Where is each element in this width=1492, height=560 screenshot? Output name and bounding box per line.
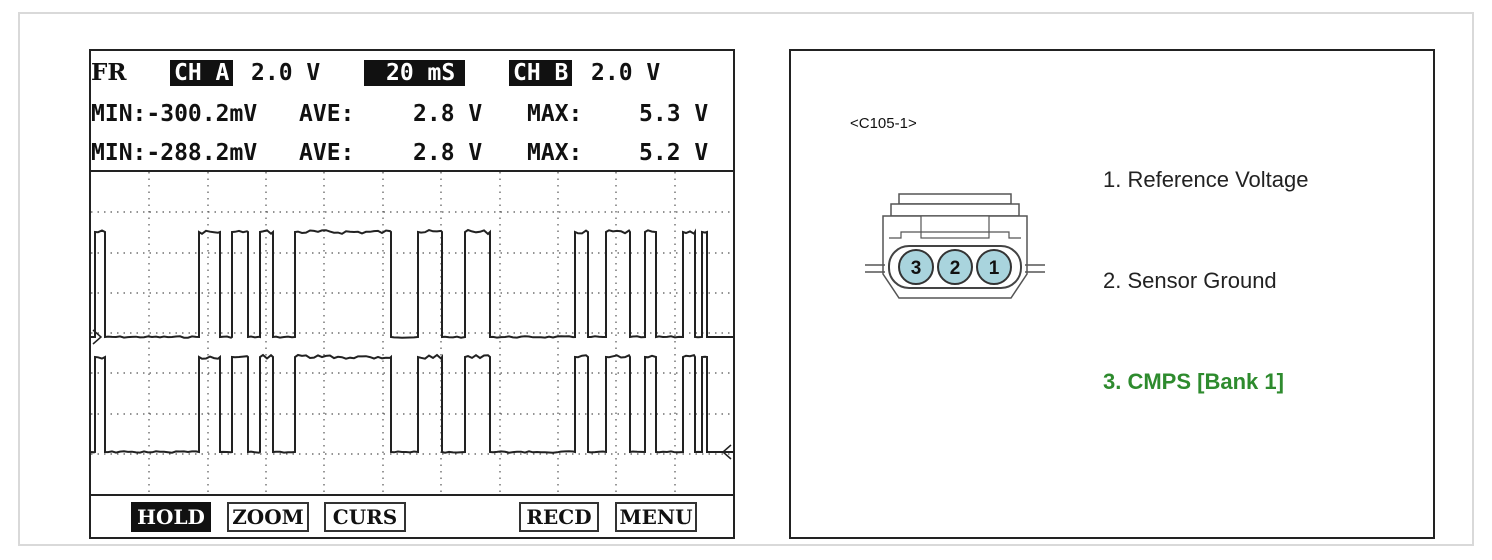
channel-b-trace — [91, 353, 733, 454]
channel-a-min: MIN:-300.2mV — [91, 101, 258, 127]
pin-3-icon: 3 — [898, 249, 934, 285]
pin-2-number: 2 — [950, 258, 961, 279]
connector-icon: 3 2 1 — [865, 193, 1045, 299]
channel-b-max: 5.2 V — [639, 140, 709, 166]
oscilloscope-screen: FR CH A 2.0 V 20 mS CH B 2.0 V MIN:-300.… — [89, 49, 735, 539]
connector-id: <C105-1> — [850, 115, 917, 132]
channel-a-scale: 2.0 V — [251, 60, 321, 86]
channel-a-label: CH A — [170, 60, 234, 86]
scope-header: FR CH A 2.0 V 20 mS CH B 2.0 V MIN:-300.… — [91, 51, 733, 171]
channel-a-ave-label: AVE: — [299, 101, 355, 127]
hold-button[interactable]: HOLD — [131, 502, 211, 532]
connector-panel: <C105-1> 3 2 1 1. Ref — [789, 49, 1435, 539]
channel-b-scale: 2.0 V — [591, 60, 661, 86]
channel-b-ave-label: AVE: — [299, 140, 355, 166]
pin-1-label: 1. Reference Voltage — [1103, 167, 1309, 192]
record-button[interactable]: RECD — [519, 502, 599, 532]
channel-a-max-label: MAX: — [527, 101, 583, 127]
pin-1-number: 1 — [989, 258, 1000, 279]
waveform-display — [91, 172, 733, 494]
scope-button-bar: HOLD ZOOM CURS RECD MENU — [91, 494, 733, 537]
timebase-value: 20 mS — [364, 60, 466, 86]
channel-a-trace — [91, 228, 733, 339]
channel-b-min: MIN:-288.2mV — [91, 140, 258, 166]
pin-3-number: 3 — [911, 258, 922, 279]
trigger-marker-icon — [721, 444, 732, 460]
channel-b-max-label: MAX: — [527, 140, 583, 166]
menu-button[interactable]: MENU — [615, 502, 697, 532]
channel-b-ave: 2.8 V — [413, 140, 483, 166]
grid — [91, 172, 733, 494]
pin-2-label: 2. Sensor Ground — [1103, 268, 1277, 293]
pin-3-label: 3. CMPS [Bank 1] — [1103, 369, 1284, 394]
mode-label: FR — [91, 59, 127, 86]
channel-a-marker-icon — [92, 329, 103, 345]
pin-2-icon: 2 — [937, 249, 973, 285]
channel-b-label: CH B — [509, 60, 573, 86]
header-divider — [91, 170, 733, 172]
cursor-button[interactable]: CURS — [324, 502, 406, 532]
zoom-button[interactable]: ZOOM — [227, 502, 309, 532]
channel-a-ave: 2.8 V — [413, 101, 483, 127]
figure-frame: FR CH A 2.0 V 20 mS CH B 2.0 V MIN:-300.… — [18, 12, 1474, 546]
channel-a-max: 5.3 V — [639, 101, 709, 127]
pin-1-icon: 1 — [976, 249, 1012, 285]
